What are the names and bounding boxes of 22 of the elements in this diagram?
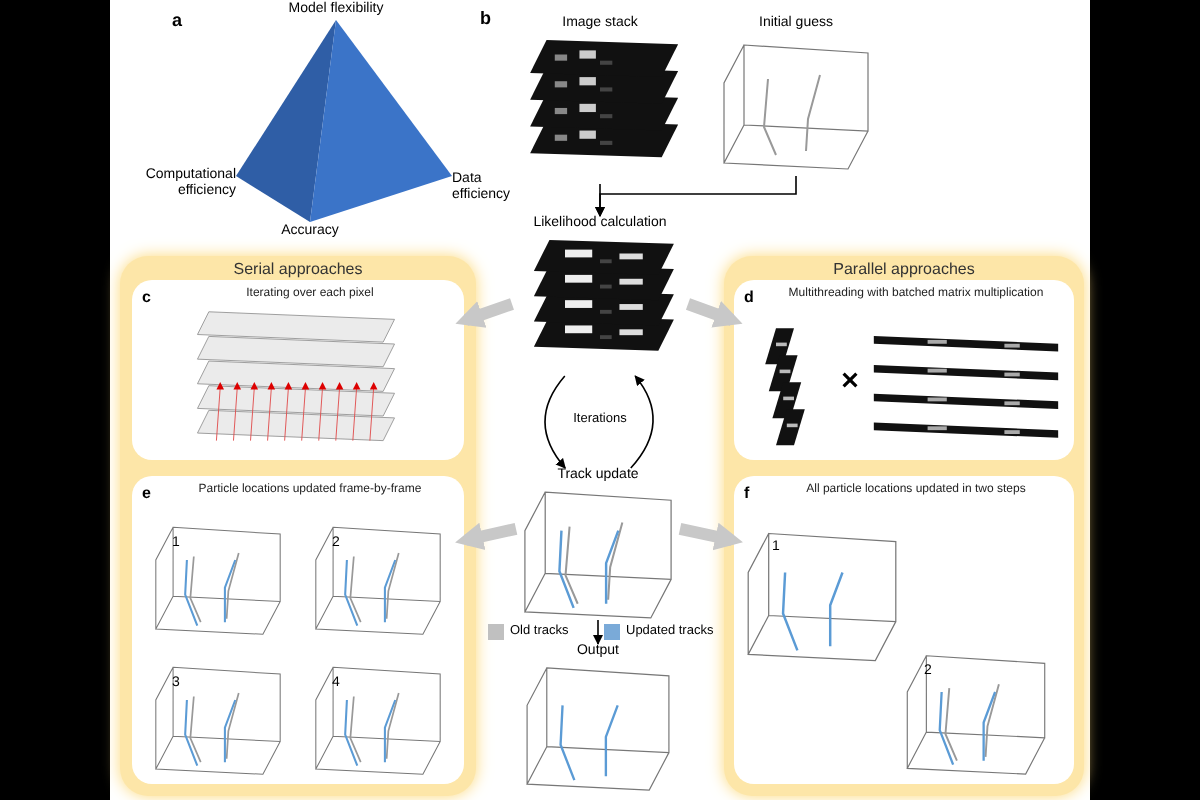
block-arrow xyxy=(685,298,743,328)
block-arrow xyxy=(678,522,743,551)
panel-letter: f xyxy=(744,482,750,506)
panel-card xyxy=(734,280,1074,460)
panel-letter: b xyxy=(480,6,491,32)
panel-card xyxy=(132,280,464,460)
panel-letter: a xyxy=(172,8,183,34)
arrow xyxy=(593,619,603,645)
band-title: Serial approaches xyxy=(231,258,365,282)
panel-letter: d xyxy=(744,286,754,310)
block-arrow xyxy=(455,298,514,328)
arrow xyxy=(544,375,566,469)
panel-card xyxy=(734,476,1074,784)
panel-letter: c xyxy=(142,286,151,310)
arrow xyxy=(595,175,797,217)
panel-letter: e xyxy=(142,482,151,506)
approach-band xyxy=(120,256,476,796)
approach-band xyxy=(724,256,1084,796)
arrow xyxy=(630,375,654,469)
band-title: Parallel approaches xyxy=(831,258,977,282)
panel-card xyxy=(132,476,464,784)
block-arrow xyxy=(455,522,518,550)
